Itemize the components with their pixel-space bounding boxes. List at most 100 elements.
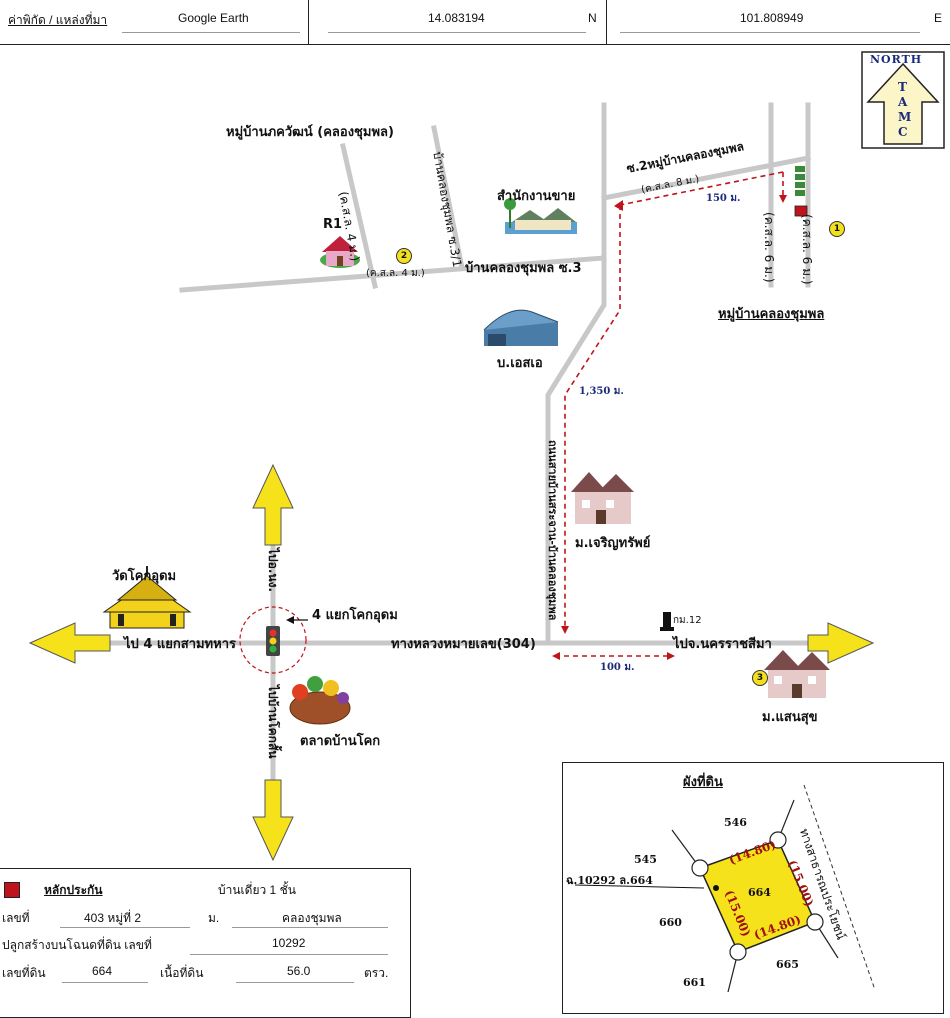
route-line: [555, 171, 784, 657]
label-saensuk: ม.แสนสุข: [762, 710, 818, 725]
plan-n661: 661: [683, 976, 706, 989]
road-soi31: [431, 125, 465, 271]
label-r1: R1: [323, 217, 343, 232]
coordinate-header: ค่าพิกัด / แหล่งที่มา Google Earth 14.08…: [0, 0, 950, 45]
lat-underline: [328, 32, 586, 33]
market-basket-icon: [289, 676, 351, 725]
legend-area-unit: ตรว.: [364, 966, 389, 980]
legend-area-label: เนื้อที่ดิน: [160, 966, 204, 980]
junction-pointer-head: [286, 616, 294, 624]
legend-line-1a: [60, 927, 190, 928]
label-to-north: ไปอ.นง.: [266, 548, 280, 593]
direction-arrows: [28, 463, 875, 862]
label-sales-office: สำนักงานขาย: [497, 189, 576, 204]
road-main-vertical: [545, 102, 607, 643]
label-market: ตลาดบ้านโคก: [300, 734, 381, 749]
corner-peg-se: [806, 913, 824, 931]
legend-area-value: 56.0: [287, 964, 311, 978]
arrow-east-icon: [807, 622, 875, 664]
plan-n660: 660: [659, 916, 682, 929]
arrow-west-icon: [28, 622, 111, 664]
legend-type: บ้านเดี่ยว 1 ชั้น: [218, 883, 296, 897]
legend-title: หลักประกัน: [44, 883, 103, 897]
legend-land-no-label: เลขที่ดิน: [2, 966, 46, 980]
label-road-ks4-horizontal: (ค.ส.ล. 4 ม.): [366, 268, 425, 279]
label-highway: ทางหลวงหมายเลข(304): [391, 637, 536, 652]
source-value: Google Earth: [178, 11, 249, 25]
legend-line-3a: [62, 982, 148, 983]
legend-line-1b: [232, 927, 388, 928]
km-post-icon: [660, 612, 674, 631]
lon-cell: 101.808949 E: [606, 0, 950, 44]
legend-moo-value: คลองชุมพล: [282, 911, 342, 925]
temple-icon: [102, 566, 192, 629]
label-road-6m-left: (ค.ส.ล. 6 ม.): [762, 212, 776, 283]
label-to-sam-thahan: ไป 4 แยกสามทหาร: [124, 637, 236, 652]
legend-line-3b: [236, 982, 354, 983]
source-cell: ค่าพิกัด / แหล่งที่มา Google Earth: [0, 0, 309, 44]
route-seg-main: [564, 205, 621, 630]
label-to-korat: ไปจ.นครราชสีมา: [673, 637, 772, 652]
label-dist-1350: 1,350 ม.: [579, 386, 624, 397]
label-main-road: ถนนสายบ้านสระจาน-บ้านคลองชุมพล: [546, 440, 559, 621]
arrowhead-soi2: [614, 200, 623, 211]
r1-house-icon: [320, 236, 360, 268]
legend-house-no-label: เลขที่: [2, 911, 30, 925]
route-arrowheads: [552, 195, 787, 660]
legend-land-no: 664: [92, 964, 113, 978]
route-seg-soi2: [619, 171, 784, 206]
arrowhead-house: [779, 195, 787, 203]
corner-peg-ne: [769, 831, 787, 849]
label-dist-100: 100 ม.: [600, 662, 635, 673]
arrowhead-highway: [561, 626, 569, 634]
marker-3: 3: [752, 670, 768, 686]
label-km12: กม.12: [673, 615, 702, 626]
label-soi3: บ้านคลองชุมพล ซ.3: [465, 261, 582, 276]
road-soi3: [179, 255, 607, 293]
legend-house-no: 403 หมู่ที่ 2: [84, 911, 142, 925]
deed-point: [713, 885, 719, 891]
label-village-top: หมู่บ้านภควัฒน์ (คลองชุมพล): [226, 125, 394, 140]
road-soi2: [601, 155, 811, 201]
warehouse-icon: [483, 309, 559, 346]
lat-cell: 14.083194 N: [308, 0, 607, 44]
marker-2: 2: [396, 248, 412, 264]
traffic-light-icon: [266, 626, 280, 656]
legend-deed-label: ปลูกสร้างบนโฉนดที่ดิน เลขที่: [2, 938, 152, 952]
lon-underline: [620, 32, 920, 33]
label-village-right: หมู่บ้านคลองชุมพล: [718, 307, 825, 322]
parcel-plan-drawing: [574, 784, 876, 993]
sales-office-icon: [504, 198, 577, 234]
compass-north-word: NORTH: [870, 53, 923, 66]
lat-value: 14.083194: [428, 11, 485, 25]
marker-1: 1: [829, 221, 845, 237]
legend-moo-label: ม.: [208, 911, 220, 925]
label-junction: 4 แยกโคกอุดม: [312, 608, 398, 623]
plan-n546: 546: [724, 816, 747, 829]
legend-line-2: [190, 954, 388, 955]
plan-n545: 545: [634, 853, 657, 866]
charoen-house-icon: [571, 472, 634, 524]
source-underline: [122, 32, 300, 33]
subject-house-markers: [794, 166, 808, 217]
arrow-south-icon: [252, 779, 294, 862]
compass-arrow-icon: [866, 62, 940, 145]
corner-peg-nw: [691, 859, 709, 877]
lon-value: 101.808949: [740, 11, 804, 25]
collateral-color-swatch: [4, 882, 20, 898]
plan-deed-ref: ฉ.10292 ล.664: [566, 874, 653, 887]
legend-deed-no: 10292: [272, 936, 306, 950]
label-charoen: ม.เจริญทรัพย์: [575, 536, 651, 551]
road-network: [102, 102, 813, 793]
plan-leader-line: [574, 884, 705, 889]
coord-label: ค่าพิกัด / แหล่งที่มา: [8, 13, 108, 27]
collateral-legend: หลักประกัน บ้านเดี่ยว 1 ชั้น เลขที่ 403 …: [0, 868, 411, 1018]
plan-title: ผังที่ดิน: [683, 775, 723, 790]
corner-peg-sw: [729, 943, 747, 961]
saensuk-house-icon: [764, 650, 830, 698]
plan-road-line: [803, 784, 876, 991]
arrow-north-icon: [252, 463, 294, 546]
label-company: บ.เอสเอ: [497, 356, 543, 371]
plan-parcel-664: 664: [748, 886, 771, 899]
junction-circle: [239, 606, 307, 674]
